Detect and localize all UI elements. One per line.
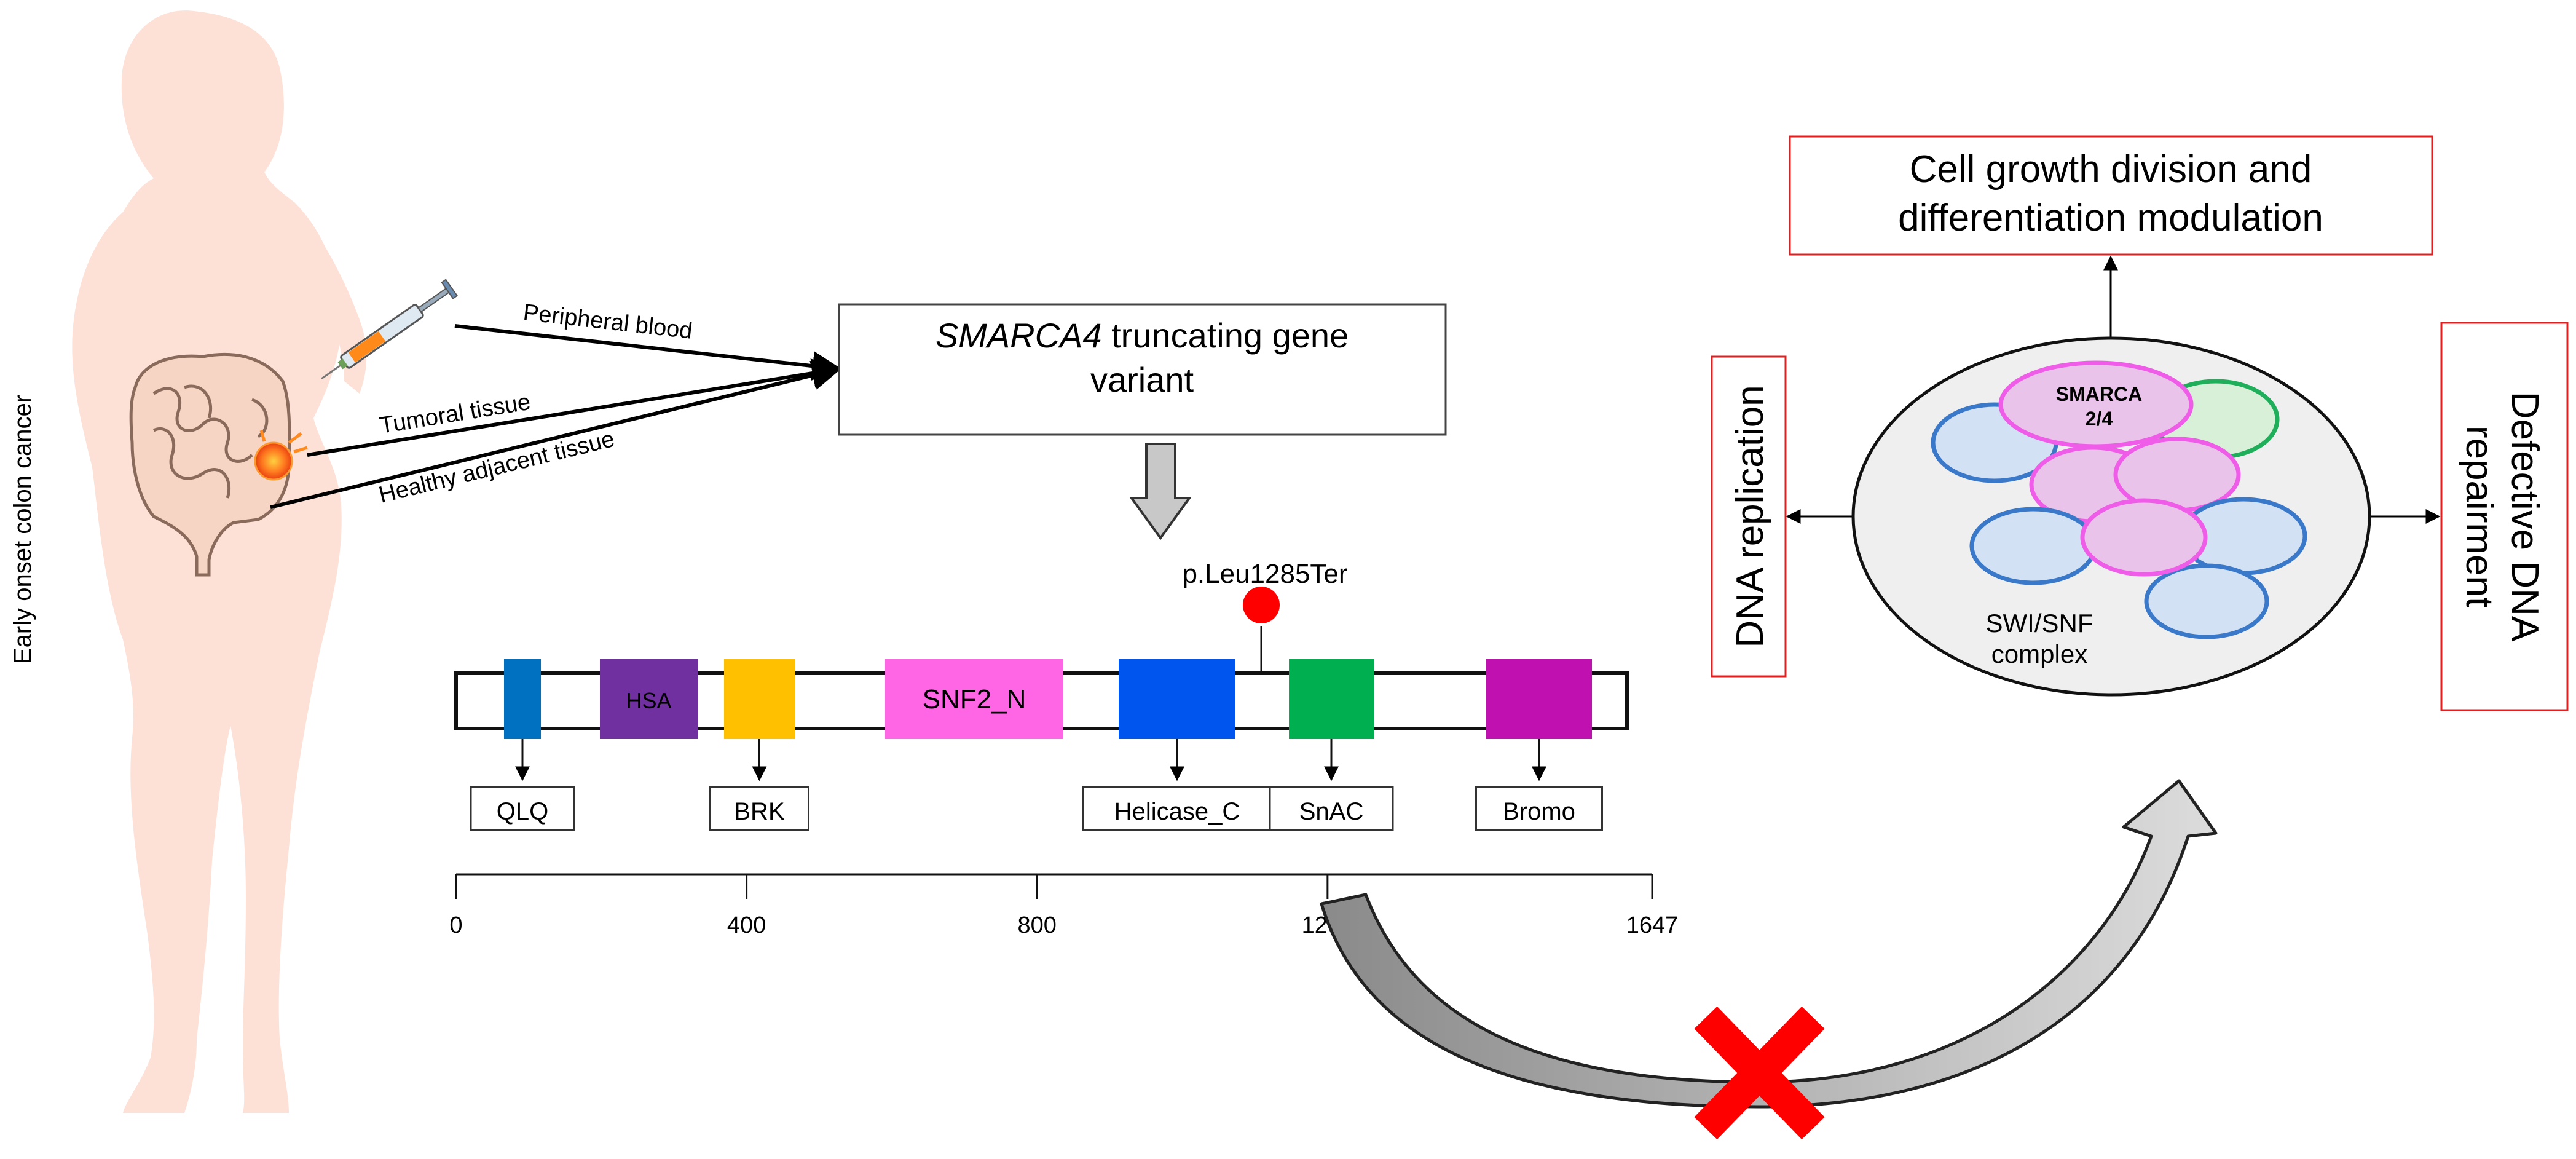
subunit-blue: [1969, 507, 2097, 585]
domain-snf2-n: [885, 659, 1063, 739]
callout-label: BRK: [734, 798, 785, 825]
complex-label: SWI/SNF: [1986, 609, 2093, 638]
domain-label-snf2-n: SNF2_N: [923, 684, 1026, 714]
callout-box: [709, 786, 809, 831]
axis-tick-label: 800: [1018, 912, 1057, 938]
left-function-box: [1711, 355, 1787, 678]
axis-tick-label: 0: [449, 912, 462, 938]
tumoral-tissue-arrow: [307, 358, 842, 457]
domain-bromo: [1486, 659, 1592, 739]
domain-brk: [724, 659, 795, 739]
variant-box: [838, 303, 1447, 436]
smarca-label-sub: 2/4: [2086, 408, 2113, 430]
callout-label: QLQ: [497, 798, 548, 825]
domain-qlq: [504, 659, 541, 739]
variant-box-text: truncating gene: [1102, 316, 1349, 355]
peripheral-blood-arrow: [454, 324, 842, 381]
callout-label: Helicase_C: [1114, 798, 1240, 825]
variant-box-line1: SMARCA4 truncating gene: [935, 316, 1349, 355]
smarca-label: SMARCA: [2056, 383, 2142, 405]
woman-silhouette-icon: [72, 10, 367, 1113]
gene-name: SMARCA4: [935, 316, 1102, 355]
swi-snf-complex: SMARCA 2/4 SWI/SNF complex: [1851, 336, 2371, 697]
right-function-line2: repairment: [2458, 425, 2500, 607]
syringe-icon: [321, 279, 459, 380]
subunit-pink: [2080, 498, 2208, 577]
axis-tick-label: 1647: [1626, 912, 1679, 938]
tumor-icon: [254, 430, 308, 481]
callout-box: [1082, 786, 1272, 831]
down-arrow: [1129, 443, 1192, 540]
callout-label: Bromo: [1503, 798, 1575, 825]
top-function-box: [1789, 135, 2433, 256]
callout-box: [1269, 786, 1394, 831]
right-function-line1: Defective DNA: [2503, 392, 2546, 642]
callout-box: [1475, 786, 1603, 831]
axis-tick-label: 400: [727, 912, 766, 938]
top-function-line1: Cell growth division and: [1910, 148, 2312, 191]
top-function-line2: differentiation modulation: [1898, 197, 2323, 239]
mutation-label: p.Leu1285Ter: [1182, 559, 1347, 589]
right-function-box: [2440, 322, 2569, 711]
domain-snac: [1289, 659, 1374, 739]
domain-label-hsa: HSA: [626, 688, 671, 713]
healthy-tissue-arrow: [270, 360, 842, 509]
mutation-marker: [1243, 587, 1280, 623]
domain-hsa: [600, 659, 698, 739]
side-label: Early onset colon cancer: [9, 395, 36, 664]
variant-box-line2: variant: [1090, 360, 1194, 399]
intestine-icon: [129, 352, 291, 577]
blocked-x-icon: [1694, 1006, 1825, 1140]
domain-helicase-c: [1119, 659, 1235, 739]
subunit-blue: [2144, 563, 2269, 639]
complex-label-sub: complex: [1991, 639, 2087, 668]
callout-box: [470, 786, 575, 831]
curved-arrow: [1320, 779, 2218, 1109]
left-function-label: DNA replication: [1729, 385, 1771, 647]
callout-label: SnAC: [1299, 798, 1364, 825]
